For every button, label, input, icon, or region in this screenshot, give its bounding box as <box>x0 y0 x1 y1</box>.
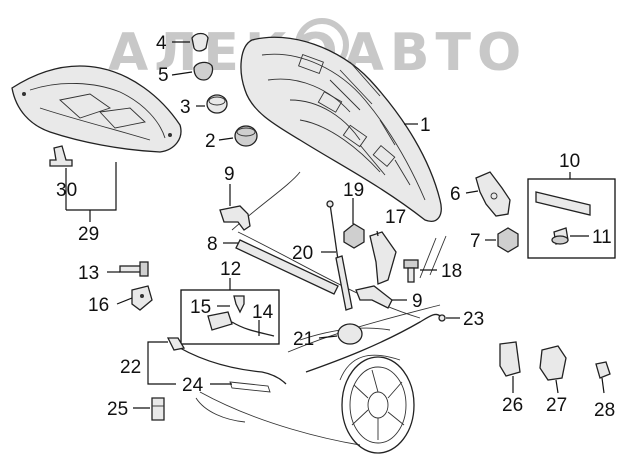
insulator-clip-part <box>49 145 73 167</box>
callout-24: 24 <box>182 375 204 396</box>
callout-10: 10 <box>559 151 580 172</box>
hood-seal-part <box>235 239 339 295</box>
hood-bumper-parts <box>191 32 258 147</box>
callout-19: 19 <box>343 180 364 201</box>
release-handle-kit-box <box>180 289 280 345</box>
callout-6: 6 <box>450 184 461 205</box>
hood-hinge-part <box>131 285 153 311</box>
seal-bracket-part <box>219 205 251 231</box>
hood-insulator-part <box>11 65 182 153</box>
wheel <box>339 354 415 454</box>
callout-20: 20 <box>292 243 313 264</box>
striker-parts <box>499 341 611 381</box>
callout-27: 27 <box>546 395 567 416</box>
cable-clip-part <box>151 397 165 421</box>
release-cable-kit-box <box>527 178 616 259</box>
callout-2: 2 <box>205 131 216 152</box>
leader-lines <box>65 41 605 409</box>
callout-23: 23 <box>463 309 484 330</box>
callout-4: 4 <box>156 33 167 54</box>
callout-29: 29 <box>78 224 99 245</box>
seal-bracket-right-part <box>355 285 393 309</box>
callout-7: 7 <box>470 231 481 252</box>
callout-16: 16 <box>88 295 109 316</box>
callout-18: 18 <box>441 261 462 282</box>
release-cable-part <box>166 337 287 393</box>
callout-labels: 1 2 3 4 5 6 7 8 9 9 10 11 12 13 14 15 16… <box>56 33 615 421</box>
callout-1: 1 <box>420 115 431 136</box>
strut-bolt-part <box>403 259 419 283</box>
hinge-bolt-part <box>119 261 149 277</box>
latch-cable-part <box>305 313 446 373</box>
callout-14: 14 <box>252 302 274 323</box>
strut-bracket-part <box>369 231 397 285</box>
callout-28: 28 <box>594 400 615 421</box>
strut-nut-part <box>343 223 365 249</box>
callout-13: 13 <box>78 263 99 284</box>
callout-9-lower: 9 <box>412 291 423 312</box>
callout-5: 5 <box>158 65 169 86</box>
callout-8: 8 <box>207 234 218 255</box>
callout-21: 21 <box>293 329 314 350</box>
latch-nut-part <box>497 227 519 253</box>
callout-11: 11 <box>592 227 612 248</box>
callout-22: 22 <box>120 357 141 378</box>
callout-15: 15 <box>190 297 211 318</box>
callout-12: 12 <box>220 259 241 280</box>
callout-17: 17 <box>385 207 406 228</box>
callout-9-upper: 9 <box>224 164 235 185</box>
latch-cover-part <box>337 323 363 345</box>
callout-3: 3 <box>180 97 191 118</box>
callout-30: 30 <box>56 180 77 201</box>
callout-25: 25 <box>107 399 128 420</box>
hood-part <box>240 36 442 222</box>
hood-latch-part <box>475 171 511 217</box>
hood-strut-part <box>326 200 353 311</box>
callout-26: 26 <box>502 395 523 416</box>
